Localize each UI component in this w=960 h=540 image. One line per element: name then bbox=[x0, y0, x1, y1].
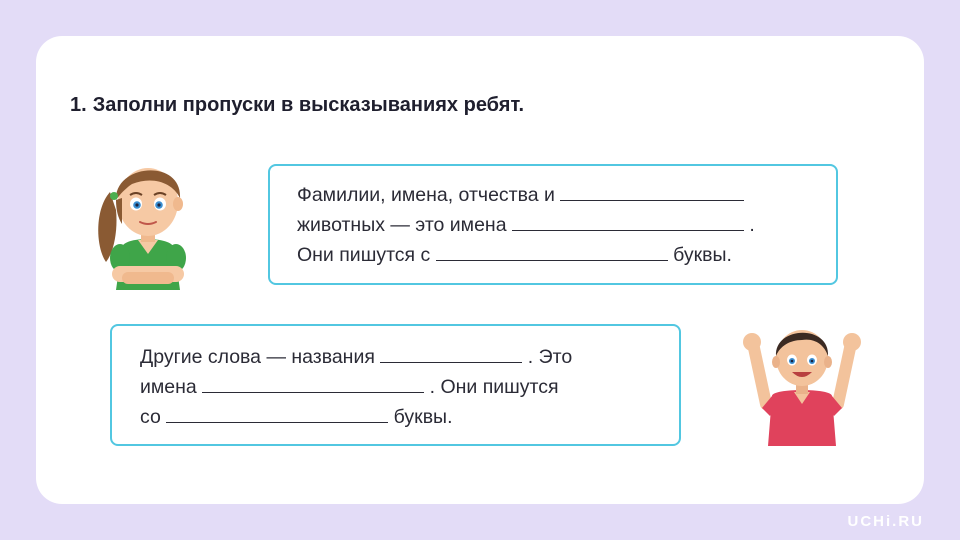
text-segment: Фамилии, имена, отчества и bbox=[297, 184, 555, 206]
answer-blank[interactable] bbox=[511, 212, 744, 231]
worksheet-card: 1.Заполни пропуски в высказываниях ребят… bbox=[36, 36, 924, 504]
boy-illustration bbox=[743, 330, 861, 446]
task-number: 1. bbox=[70, 94, 87, 116]
text-segment: животных — это имена bbox=[297, 214, 507, 236]
text-segment: Они пишутся с bbox=[297, 244, 431, 266]
girl-bubble-line-2: животных — это имена . bbox=[297, 210, 836, 240]
girl-illustration bbox=[98, 168, 186, 290]
boy-bubble-line-3: со буквы. bbox=[140, 402, 679, 432]
text-segment: . bbox=[749, 214, 755, 236]
text-segment: буквы. bbox=[673, 244, 732, 266]
text-segment: буквы. bbox=[393, 406, 453, 428]
answer-blank[interactable] bbox=[380, 344, 523, 363]
text-segment: имена bbox=[140, 376, 197, 398]
text-segment: Другие слова — названия bbox=[140, 346, 375, 368]
text-segment: . Это bbox=[527, 346, 573, 368]
girl-bubble-line-3: Они пишутся с буквы. bbox=[297, 240, 836, 270]
girl-bubble-line-1: Фамилии, имена, отчества и bbox=[297, 180, 836, 210]
boy-bubble-line-1: Другие слова — названия . Это bbox=[140, 342, 679, 372]
text-segment: . Они пишутся bbox=[429, 376, 559, 398]
boy-speech-bubble: Другие слова — названия . Это имена . Он… bbox=[110, 324, 681, 446]
boy-bubble-line-2: имена . Они пишутся bbox=[140, 372, 679, 402]
task-text: Заполни пропуски в высказываниях ребят. bbox=[92, 94, 525, 116]
task-title: 1.Заполни пропуски в высказываниях ребят… bbox=[70, 94, 524, 117]
answer-blank[interactable] bbox=[435, 242, 668, 261]
answer-blank[interactable] bbox=[560, 182, 745, 201]
answer-blank[interactable] bbox=[202, 374, 425, 393]
answer-blank[interactable] bbox=[166, 404, 389, 423]
uchi-watermark: UCHi.RU bbox=[847, 513, 924, 530]
text-segment: со bbox=[140, 406, 161, 428]
girl-speech-bubble: Фамилии, имена, отчества и животных — эт… bbox=[268, 164, 838, 285]
